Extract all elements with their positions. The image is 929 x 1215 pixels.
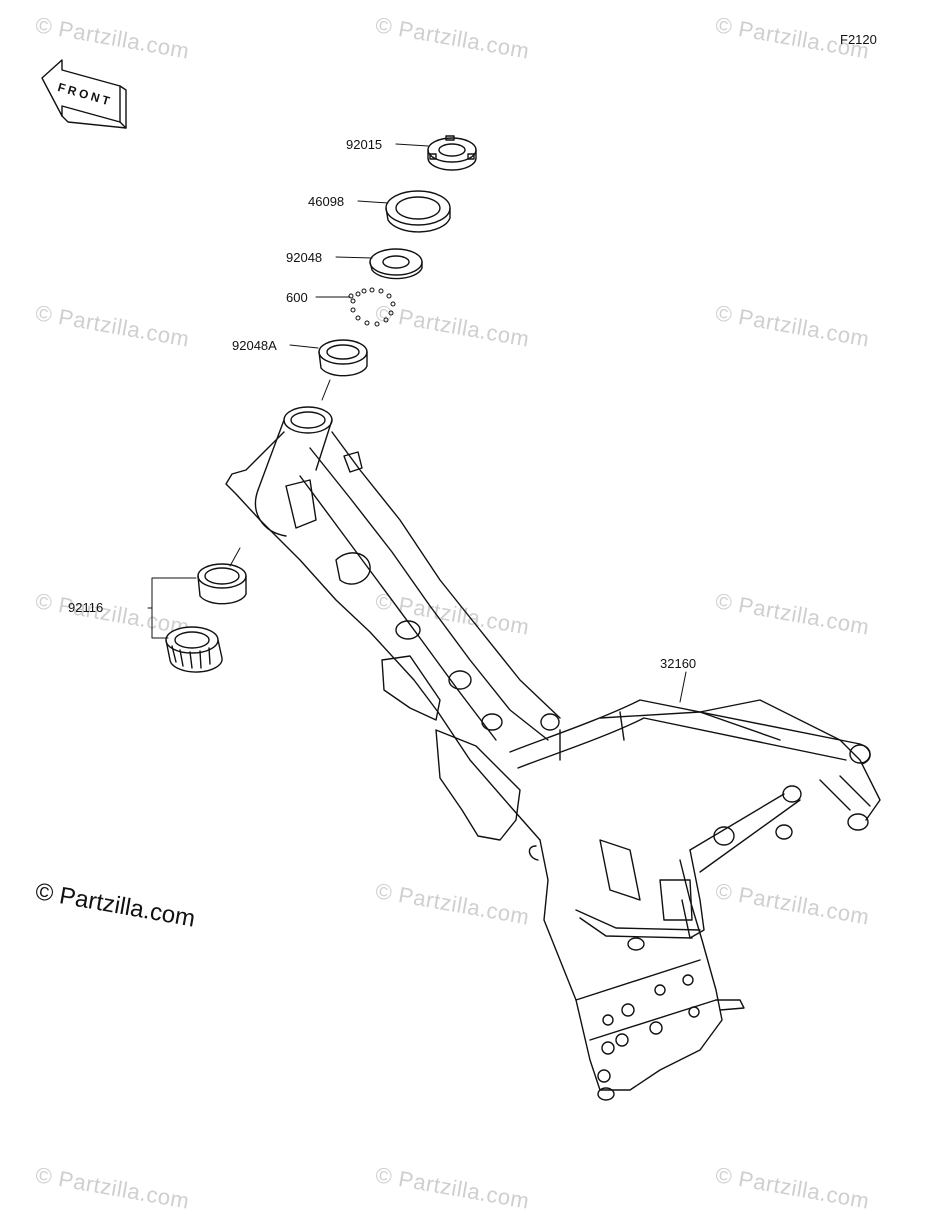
front-arrow-icon [41, 59, 127, 129]
part-label-32160[interactable]: 32160 [660, 656, 697, 671]
part-92048A-race [318, 339, 368, 377]
part-label-92048[interactable]: 92048 [286, 250, 323, 265]
figure-code: F2120 [840, 32, 877, 47]
part-label-600[interactable]: 600 [286, 290, 308, 305]
part-label-46098[interactable]: 46098 [308, 194, 345, 209]
part-92116-race [197, 563, 247, 605]
part-92116-bearing [165, 626, 223, 673]
part-600-balls [348, 287, 396, 327]
leader-lines [147, 143, 687, 703]
part-label-92015[interactable]: 92015 [346, 137, 383, 152]
part-46098-cover [385, 190, 451, 233]
part-92015-nut [427, 135, 477, 171]
part-label-92116[interactable]: 92116 [68, 600, 104, 615]
part-label-92048A[interactable]: 92048A [232, 338, 277, 353]
part-92048-seal [369, 248, 423, 280]
part-32160-frame [225, 406, 881, 1101]
